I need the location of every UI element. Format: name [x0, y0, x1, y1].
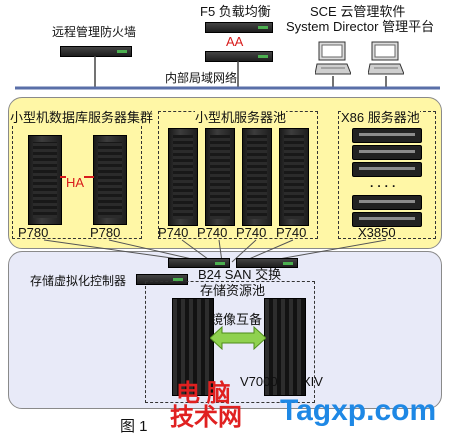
pool-server-2 [205, 128, 235, 226]
x86-model-label: X3850 [358, 225, 396, 240]
storage-pool-box [145, 281, 315, 403]
v7000-array [172, 298, 214, 396]
pool-node-label-1: P740 [158, 225, 189, 240]
sce-label-line1: SCE 云管理软件 [310, 4, 406, 19]
server-pool-label: 小型机服务器池 [195, 110, 287, 125]
f5-label: F5 负载均衡 [200, 4, 271, 19]
x86-server-2 [352, 145, 422, 160]
mirror-arrow-icon [210, 326, 266, 350]
pool-node-label-2: P740 [197, 225, 228, 240]
v7000-label: V7000 [240, 374, 278, 389]
pool-node-label-3: P740 [236, 225, 267, 240]
aa-label: AA [226, 34, 244, 49]
figure-caption: 图 1 [120, 418, 148, 435]
watermark-site: Tagxp.com [280, 394, 437, 427]
virtualization-controller [136, 274, 188, 285]
storage-pool-label: 存储资源池 [200, 283, 266, 298]
db-node-label-2: P780 [90, 225, 121, 240]
x86-server-4 [352, 195, 422, 210]
x86-server-5 [352, 212, 422, 227]
san-switch-1 [168, 258, 230, 268]
f5-device-1 [205, 22, 273, 33]
mirror-label: 镜像互备 [210, 312, 263, 327]
san-switch-label: B24 SAN 交换 [198, 267, 282, 282]
storage-zone [8, 251, 442, 409]
management-pc-icon-1 [315, 41, 351, 75]
xiv-array [264, 298, 306, 396]
virtualization-label: 存储虚拟化控制器 [30, 274, 127, 288]
db-server-1 [28, 135, 62, 225]
firewall-label: 远程管理防火墙 [52, 25, 137, 39]
x86-pool-label: X86 服务器池 [341, 110, 420, 125]
management-pc-icon-2 [368, 41, 404, 75]
pool-server-3 [242, 128, 272, 226]
firewall-device [60, 46, 132, 57]
db-server-2 [93, 135, 127, 225]
pool-server-4 [279, 128, 309, 226]
x86-server-1 [352, 128, 422, 143]
pool-node-label-4: P740 [276, 225, 307, 240]
pool-server-1 [168, 128, 198, 226]
xiv-label: XIV [302, 374, 323, 389]
network-connectors [15, 56, 440, 90]
db-cluster-label: 小型机数据库服务器集群 [10, 110, 154, 125]
x86-ellipsis: · · · · [370, 179, 396, 193]
sce-label-line2: System Director 管理平台 [286, 19, 435, 34]
watermark-line2: 技术网 [170, 404, 242, 431]
f5-device-2 [205, 51, 273, 62]
db-node-label-1: P780 [18, 225, 49, 240]
lan-label: 内部局域网络 [165, 71, 238, 85]
watermark-line1: 电 脑 [176, 380, 231, 407]
x86-server-3 [352, 162, 422, 177]
san-switch-2 [236, 258, 298, 268]
ha-label: HA [66, 175, 85, 190]
